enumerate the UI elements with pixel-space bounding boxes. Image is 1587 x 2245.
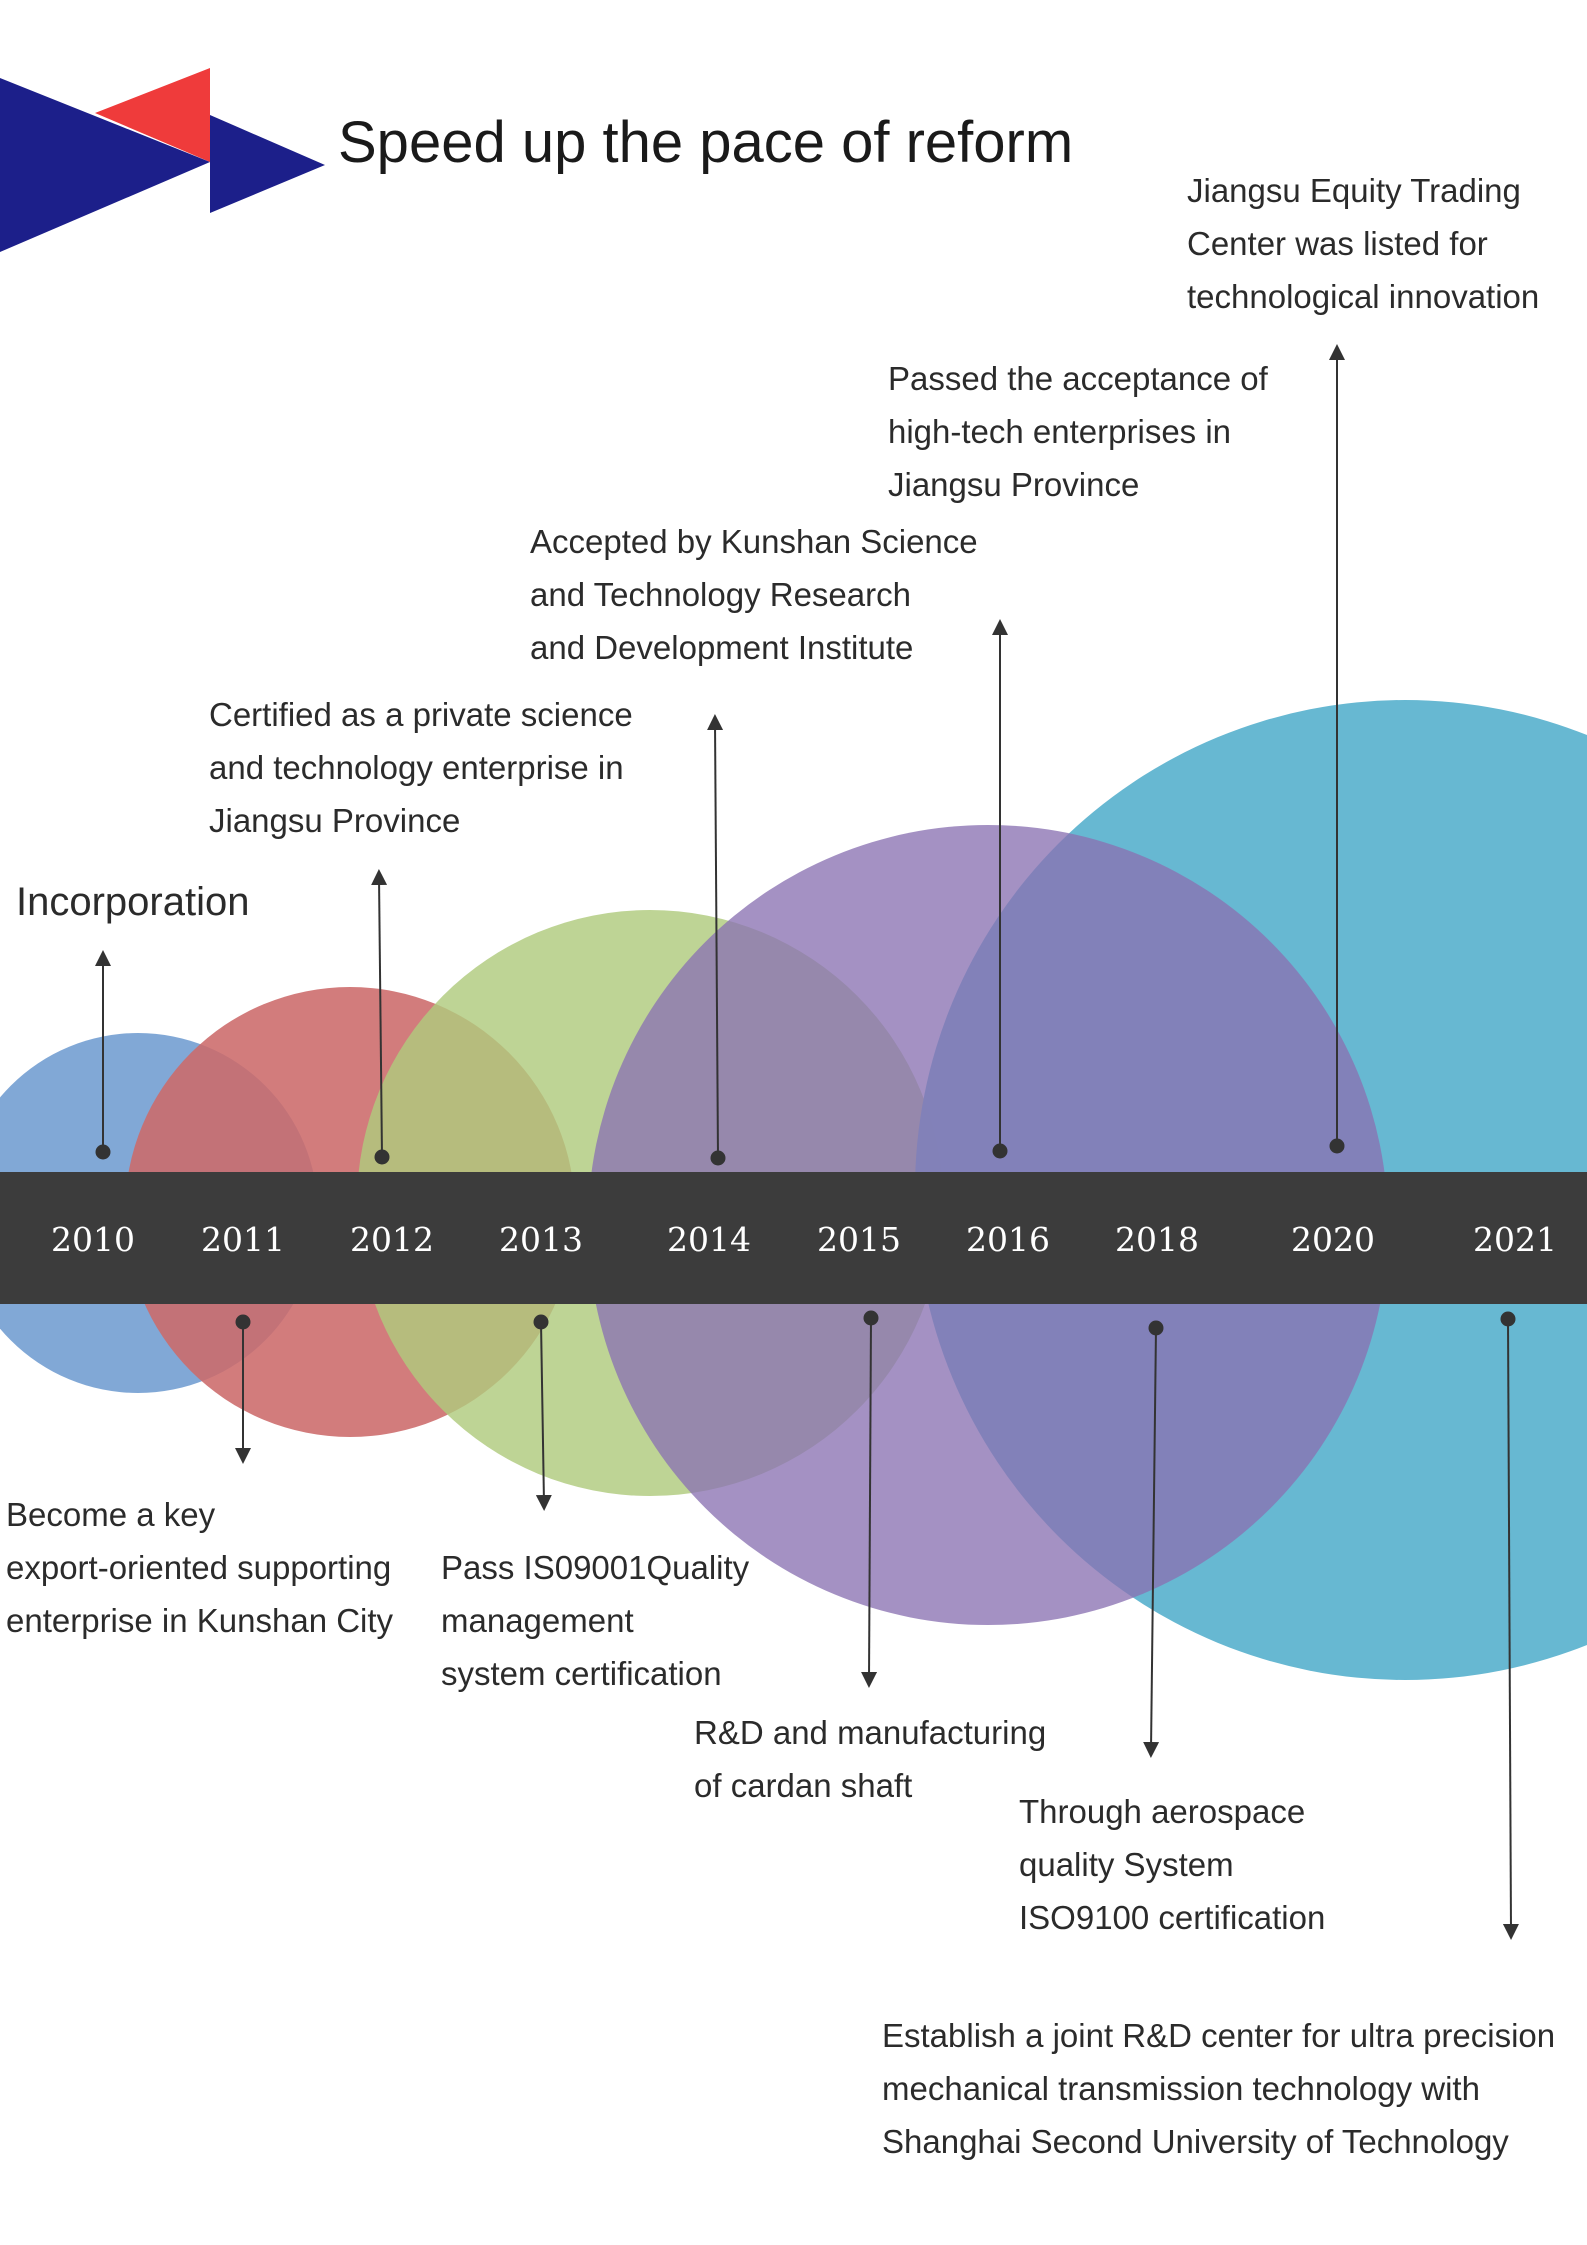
logo-navy-triangle-left (0, 78, 210, 252)
event-2016-line-3: Jiangsu Province (888, 466, 1140, 503)
event-2016: Passed the acceptance of high-tech enter… (888, 352, 1268, 511)
timeline-band (0, 1172, 1587, 1304)
event-2020-line-2: Center was listed for (1187, 225, 1488, 262)
year-label-2010: 2010 (51, 1220, 135, 1259)
dot-2012 (374, 1149, 390, 1165)
event-2015-line-1: R&D and manufacturing (694, 1714, 1047, 1751)
logo (0, 68, 325, 252)
event-2016-line-2: high-tech enterprises in (888, 413, 1232, 450)
event-2013-line-2: management (441, 1602, 634, 1639)
event-2018-line-3: ISO9100 certification (1019, 1899, 1326, 1936)
event-2013-line-1: Pass IS09001Quality (441, 1549, 750, 1586)
year-label-2013: 2013 (499, 1220, 583, 1259)
page-title: Speed up the pace of reform (338, 110, 1074, 175)
arrow-2015 (861, 1317, 878, 1688)
dot-2014 (710, 1150, 726, 1166)
event-2018-line-1: Through aerospace (1019, 1793, 1306, 1830)
event-2021-line-2: mechanical transmission technology with (882, 2070, 1480, 2107)
event-2016-line-1: Passed the acceptance of (888, 360, 1268, 397)
year-label-2012: 2012 (350, 1220, 434, 1259)
event-2015: R&D and manufacturing of cardan shaft (694, 1706, 1046, 1812)
event-2011-line-2: export-oriented supporting (6, 1549, 392, 1586)
event-2013-line-3: system certification (441, 1655, 722, 1692)
event-2020-line-1: Jiangsu Equity Trading (1187, 172, 1521, 209)
dot-2020 (1329, 1138, 1345, 1154)
arrow-2012 (371, 869, 388, 1158)
event-2021-line-1: Establish a joint R&D center for ultra p… (882, 2017, 1556, 2054)
event-2014: Accepted by Kunshan Science and Technolo… (530, 515, 978, 674)
event-2018-line-2: quality System (1019, 1846, 1234, 1883)
dot-2016 (992, 1143, 1008, 1159)
arrow-2021 (1502, 1318, 1519, 1940)
event-2021-line-3: Shanghai Second University of Technology (882, 2123, 1509, 2160)
dot-2015 (863, 1310, 879, 1326)
year-label-2011: 2011 (201, 1220, 285, 1259)
event-2010-line: Incorporation (16, 880, 250, 924)
year-label-2014: 2014 (667, 1220, 751, 1259)
logo-navy-triangle-right (210, 115, 325, 213)
event-2014-line-1: Accepted by Kunshan Science (530, 523, 978, 560)
event-2011: Become a key export-oriented supporting … (6, 1488, 393, 1647)
dot-2010 (95, 1144, 111, 1160)
year-label-2020: 2020 (1291, 1220, 1375, 1259)
year-label-2021: 2021 (1473, 1220, 1557, 1259)
event-2010: Incorporation (16, 877, 249, 927)
event-2018: Through aerospace quality System ISO9100… (1019, 1785, 1325, 1944)
event-2011-line-1: Become a key (6, 1496, 216, 1533)
event-2014-line-2: and Technology Research (530, 576, 911, 613)
arrow-2018 (1143, 1327, 1160, 1758)
logo-red-triangle (95, 68, 210, 162)
event-2020-line-3: technological innovation (1187, 278, 1540, 315)
arrow-2013 (535, 1321, 552, 1511)
event-2012: Certified as a private science and techn… (209, 688, 633, 847)
dot-2018 (1148, 1320, 1164, 1336)
event-2013: Pass IS09001Quality management system ce… (441, 1541, 749, 1700)
event-2012-line-1: Certified as a private science (209, 696, 633, 733)
event-2012-line-3: Jiangsu Province (209, 802, 461, 839)
event-2021: Establish a joint R&D center for ultra p… (882, 2009, 1555, 2168)
dot-2011 (235, 1314, 251, 1330)
year-label-2015: 2015 (817, 1220, 901, 1259)
connectors (95, 344, 1519, 1940)
year-label-2016: 2016 (966, 1220, 1050, 1259)
event-2015-line-2: of cardan shaft (694, 1767, 913, 1804)
event-2011-line-3: enterprise in Kunshan City (6, 1602, 394, 1639)
event-2014-line-3: and Development Institute (530, 629, 914, 666)
event-2012-line-2: and technology enterprise in (209, 749, 624, 786)
dot-2013 (533, 1314, 549, 1330)
dot-2021 (1500, 1311, 1516, 1327)
event-2020: Jiangsu Equity Trading Center was listed… (1187, 164, 1539, 323)
year-label-2018: 2018 (1115, 1220, 1199, 1259)
arrow-2014 (707, 714, 724, 1159)
